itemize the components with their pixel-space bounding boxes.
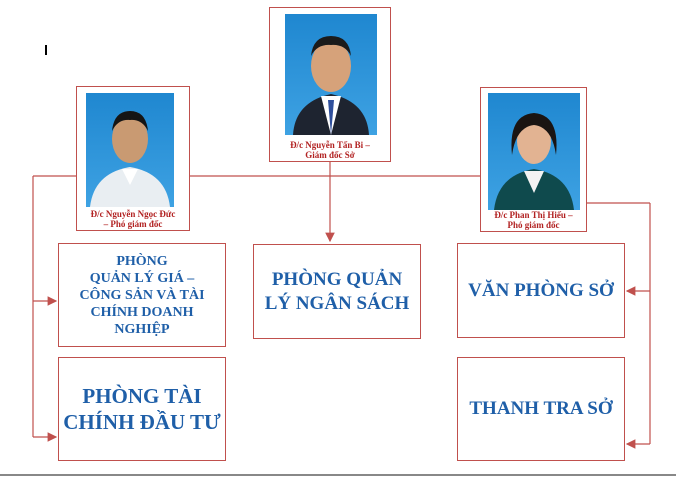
dept-price-management-line5: NGHIỆP bbox=[114, 321, 170, 337]
deputy-right-card: Đ/c Phan Thị Hiếu – Phó giám đốc bbox=[480, 87, 587, 232]
deputy-left-caption-line1: Đ/c Nguyễn Ngọc Đức bbox=[90, 209, 176, 219]
dept-price-management-line4: CHÍNH DOANH bbox=[90, 304, 194, 320]
dept-price-management-line1: PHÒNG bbox=[116, 253, 168, 269]
dept-investment-finance-line1: PHÒNG TÀI bbox=[82, 384, 202, 408]
dept-department-office: VĂN PHÒNG SỞ bbox=[457, 243, 625, 338]
deputy-right-caption-line2: Phó giám đốc bbox=[507, 220, 560, 230]
dept-inspectorate-line1: THANH TRA SỞ bbox=[469, 398, 613, 419]
deputy-left-caption-line2: – Phó giám đốc bbox=[103, 219, 163, 229]
dept-inspectorate: THANH TRA SỞ bbox=[457, 357, 625, 461]
director-caption-line1: Đ/c Nguyễn Tấn Bi – bbox=[290, 140, 370, 150]
dept-investment-finance: PHÒNG TÀI CHÍNH ĐẦU TƯ bbox=[58, 357, 226, 461]
deputy-right-caption-line1: Đ/c Phan Thị Hiếu – bbox=[494, 210, 573, 220]
text-cursor bbox=[45, 45, 47, 55]
deputy-right-portrait-photo bbox=[488, 93, 580, 210]
dept-department-office-line1: VĂN PHÒNG SỞ bbox=[468, 279, 614, 301]
director-portrait-photo bbox=[285, 14, 377, 135]
director-caption-line2: Giám đốc Sở bbox=[305, 150, 355, 160]
director-card: Đ/c Nguyễn Tấn Bi – Giám đốc Sở bbox=[269, 7, 391, 162]
dept-price-management-line3: CÔNG SẢN VÀ TÀI bbox=[79, 287, 205, 303]
page-bottom-rule bbox=[0, 474, 676, 476]
dept-investment-finance-line2: CHÍNH ĐẦU TƯ bbox=[63, 410, 221, 434]
dept-budget-management-line1: PHÒNG QUẢN bbox=[271, 268, 403, 290]
deputy-left-card: Đ/c Nguyễn Ngọc Đức – Phó giám đốc bbox=[76, 86, 190, 231]
dept-price-management: PHÒNG QUẢN LÝ GIÁ – CÔNG SẢN VÀ TÀI CHÍN… bbox=[58, 243, 226, 347]
dept-price-management-line2: QUẢN LÝ GIÁ – bbox=[89, 270, 195, 286]
deputy-left-portrait-photo bbox=[86, 93, 174, 207]
dept-budget-management: PHÒNG QUẢN LÝ NGÂN SÁCH bbox=[253, 244, 421, 339]
dept-budget-management-line2: LÝ NGÂN SÁCH bbox=[264, 292, 410, 314]
